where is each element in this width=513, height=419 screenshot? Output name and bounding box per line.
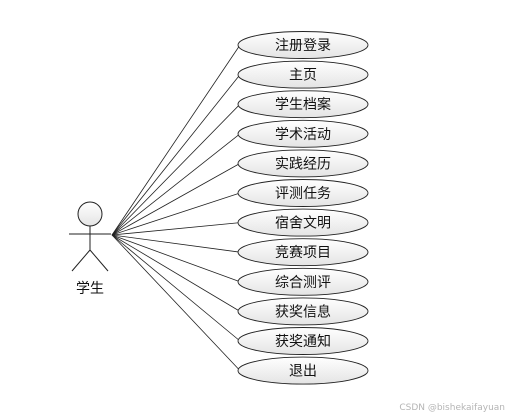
use-case-competition-project[interactable]: 竞赛项目: [237, 238, 369, 267]
use-case-label: 获奖通知: [275, 333, 331, 350]
actor-label: 学生: [76, 281, 104, 297]
use-case-label: 获奖信息: [275, 303, 331, 320]
association-line-home: [111, 74, 241, 236]
use-case-register-login[interactable]: 注册登录: [237, 31, 369, 59]
use-case-label: 竞赛项目: [275, 244, 331, 261]
use-case-ellipse: [237, 90, 369, 119]
use-case-ellipses: 注册登录主页学生档案学术活动实践经历评测任务宿舍文明竞赛项目综合测评获奖信息获奖…: [237, 31, 369, 385]
use-case-label: 实践经历: [275, 156, 331, 172]
association-line-practice-experience: [111, 163, 241, 236]
use-case-practice-experience[interactable]: 实践经历: [237, 149, 369, 178]
association-line-academic-activity: [111, 133, 241, 236]
use-case-ellipse: [237, 327, 369, 355]
use-case-ellipse: [237, 119, 369, 148]
use-case-dorm-civility[interactable]: 宿舍文明: [237, 208, 369, 237]
association-line-award-notice: [111, 234, 241, 342]
use-case-ellipse: [237, 179, 369, 207]
use-case-comprehensive-evaluation[interactable]: 综合测评: [237, 267, 369, 296]
use-case-label: 评测任务: [275, 186, 331, 202]
association-lines: [111, 44, 241, 371]
use-case-award-info[interactable]: 获奖信息: [237, 297, 369, 326]
association-line-comprehensive-evaluation: [111, 234, 241, 283]
actor-right-leg: [89, 249, 109, 272]
use-case-label: 学生档案: [275, 96, 331, 113]
use-case-ellipse: [237, 238, 369, 267]
association-line-register-login: [111, 44, 241, 236]
use-case-logout[interactable]: 退出: [237, 356, 369, 385]
use-case-home[interactable]: 主页: [237, 60, 369, 89]
use-case-academic-activity[interactable]: 学术活动: [237, 119, 369, 148]
use-case-ellipse: [237, 297, 369, 326]
association-line-dorm-civility: [111, 222, 241, 236]
association-line-assessment-task: [111, 192, 241, 236]
association-line-competition-project: [111, 234, 241, 253]
use-case-ellipse: [237, 208, 369, 237]
association-line-award-info: [111, 234, 241, 312]
association-line-student-file: [111, 103, 241, 236]
use-case-assessment-task[interactable]: 评测任务: [237, 179, 369, 207]
use-case-label: 学术活动: [275, 127, 331, 143]
use-case-label: 注册登录: [275, 38, 331, 54]
use-case-label: 宿舍文明: [275, 215, 331, 232]
use-case-ellipse: [237, 356, 369, 385]
use-case-ellipse: [237, 267, 369, 296]
watermark: CSDN @bishekaifayuan: [399, 403, 505, 413]
use-case-label: 主页: [289, 68, 317, 84]
use-case-award-notice[interactable]: 获奖通知: [237, 327, 369, 355]
use-case-label: 退出: [289, 364, 317, 380]
association-line-logout: [111, 234, 241, 371]
actor-left-leg: [71, 249, 91, 272]
actor-head: [77, 201, 103, 227]
use-case-ellipse: [237, 31, 369, 59]
use-case-ellipse: [237, 60, 369, 89]
use-case-ellipse: [237, 149, 369, 178]
use-case-label: 综合测评: [275, 275, 331, 291]
stick-figure-actor-icon: [69, 201, 111, 272]
use-case-student-file[interactable]: 学生档案: [237, 90, 369, 119]
